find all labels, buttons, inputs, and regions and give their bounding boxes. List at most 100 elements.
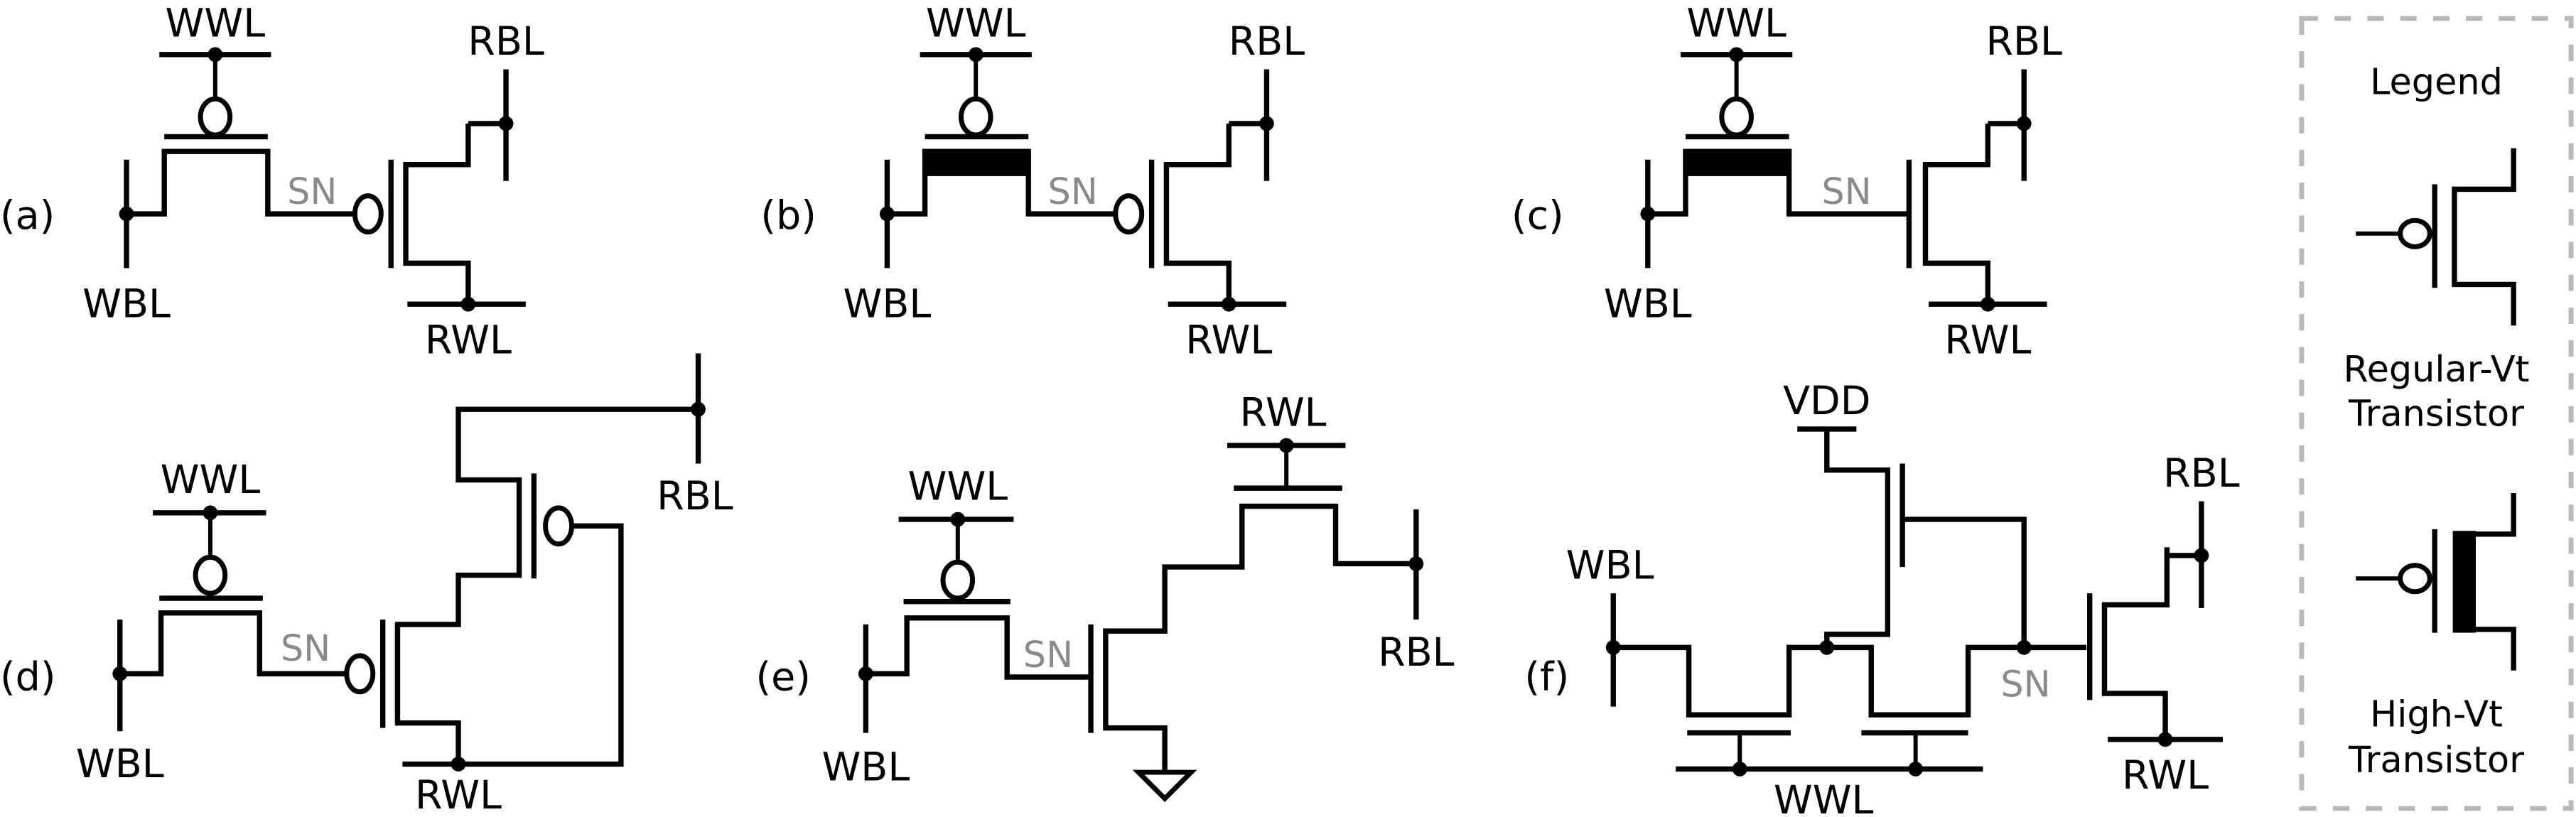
wbl-node-dot bbox=[858, 666, 873, 681]
rbl-node-dot bbox=[2194, 548, 2209, 563]
panel-label: (c) bbox=[1511, 193, 1564, 239]
wwl-node-dot bbox=[208, 47, 223, 63]
rwl-label: RWL bbox=[1944, 318, 2031, 364]
wwl-node-dot bbox=[1908, 762, 1924, 777]
wbl-label: WBL bbox=[1604, 282, 1692, 328]
rbl-label: RBL bbox=[657, 474, 733, 519]
write-transistor-channel bbox=[126, 148, 354, 217]
legend: Legend Regular-Vt Transistor High-Vt Tra… bbox=[2299, 16, 2574, 811]
rwl-label: RWL bbox=[1185, 318, 1272, 364]
high-vt-label-line1: High-Vt bbox=[2370, 693, 2503, 735]
sn-node-dot bbox=[2016, 639, 2032, 655]
high-vt-channel-fill bbox=[925, 149, 1029, 176]
legend-border bbox=[2299, 16, 2574, 811]
wwl-label: WWL bbox=[926, 1, 1026, 46]
pmos-bubble-icon bbox=[1719, 96, 1754, 138]
pmos-bubble-icon bbox=[344, 653, 376, 695]
keeper-gate-wire bbox=[1902, 516, 2027, 648]
sn-label: SN bbox=[287, 171, 337, 212]
regular-vt-label-line2: Transistor bbox=[2348, 392, 2524, 434]
rbl-node-dot bbox=[691, 401, 706, 417]
high-vt-channel-fill bbox=[1685, 149, 1789, 176]
rbl-label: RBL bbox=[1378, 630, 1455, 676]
regular-vt-label-line1: Regular-Vt bbox=[2344, 348, 2530, 390]
rbl-label: RBL bbox=[1985, 19, 2062, 65]
wbl-label: WBL bbox=[76, 742, 164, 787]
panel-label: (a) bbox=[0, 193, 55, 239]
read-transistor-channel bbox=[403, 123, 471, 305]
wbl-label: WBL bbox=[843, 282, 931, 328]
sn-label: SN bbox=[1821, 171, 1871, 212]
pmos-bubble-icon bbox=[198, 96, 233, 138]
sn-label: SN bbox=[1047, 171, 1097, 212]
rbl-node-dot bbox=[1408, 556, 1424, 571]
panel-a: (a) WBL WWL SN RBL RWL bbox=[0, 1, 544, 363]
pmos-bubble-icon bbox=[193, 554, 228, 596]
read-transistor-channel bbox=[2101, 547, 2170, 740]
rwl-label: RWL bbox=[425, 318, 512, 364]
high-vt-transistor-icon bbox=[2356, 493, 2516, 671]
pmos-bubble-icon bbox=[940, 559, 976, 601]
wwl-label: WWL bbox=[1774, 778, 1874, 817]
wwl-node-dot bbox=[1732, 762, 1747, 777]
high-vt-label-line2: Transistor bbox=[2348, 739, 2524, 781]
keeper-transistor-channel bbox=[1824, 428, 1891, 648]
panel-e: (e) WBL WWL SN RWL RBL bbox=[755, 390, 1455, 802]
rwl-node-dot bbox=[1221, 296, 1236, 312]
write-transistor-channel bbox=[866, 615, 1092, 680]
rwl-node-dot bbox=[460, 296, 476, 312]
rwl-node-dot bbox=[1278, 438, 1294, 453]
panel-label: (b) bbox=[760, 193, 817, 239]
read-stack-channel bbox=[1103, 503, 1416, 773]
pmos-bubble-icon bbox=[543, 505, 574, 547]
wwl-label: WWL bbox=[166, 1, 266, 46]
panel-b: (b) WBL WWL SN RBL RWL bbox=[760, 1, 1305, 363]
rwl-label: RWL bbox=[415, 773, 502, 817]
wbl-node-dot bbox=[880, 206, 895, 222]
rwl-node-dot bbox=[451, 757, 466, 772]
wwl-node-dot bbox=[203, 505, 218, 521]
wbl-label: WBL bbox=[821, 745, 910, 791]
panel-c: (c) WBL WWL SN RBL RWL bbox=[1511, 1, 2062, 363]
wbl-label: WBL bbox=[1566, 543, 1654, 588]
read-stack-channel bbox=[394, 406, 699, 764]
rbl-label: RBL bbox=[1229, 19, 1305, 65]
rwl-node-dot bbox=[1980, 296, 1995, 312]
panel-d: (d) WBL WWL SN RBL RWL bbox=[0, 353, 733, 817]
rbl-node-dot bbox=[2016, 116, 2032, 131]
rwl-feedback-wire bbox=[458, 523, 624, 767]
internal-node-dot bbox=[1819, 639, 1835, 655]
rbl-node-dot bbox=[498, 116, 514, 131]
rbl-label: RBL bbox=[2163, 451, 2240, 497]
pmos-bubble-icon bbox=[1113, 193, 1145, 234]
wbl-label: WBL bbox=[82, 282, 171, 328]
rbl-label: RBL bbox=[468, 19, 544, 65]
ground-icon bbox=[1132, 769, 1197, 802]
read-transistor-channel bbox=[1922, 123, 1991, 305]
panel-f: (f) WBL WWL VDD SN RBL RWL bbox=[1524, 379, 2239, 817]
wwl-node-dot bbox=[1729, 47, 1745, 63]
panel-label: (d) bbox=[0, 654, 56, 700]
wwl-label: WWL bbox=[161, 458, 261, 503]
read-transistor-channel bbox=[1163, 123, 1232, 305]
sn-label: SN bbox=[281, 627, 330, 669]
vdd-label: VDD bbox=[1783, 379, 1870, 424]
wwl-label: WWL bbox=[908, 464, 1008, 509]
wwl-node-dot bbox=[950, 512, 966, 527]
wwl-node-dot bbox=[968, 47, 983, 63]
rwl-label: RWL bbox=[1240, 390, 1327, 435]
rbl-node-dot bbox=[1259, 116, 1274, 131]
wwl-label: WWL bbox=[1686, 1, 1787, 46]
pmos-bubble-icon bbox=[352, 193, 384, 234]
panel-label: (f) bbox=[1524, 654, 1569, 700]
regular-vt-transistor-icon bbox=[2356, 148, 2516, 326]
sn-label: SN bbox=[1023, 634, 1073, 676]
rwl-label: RWL bbox=[2122, 753, 2209, 799]
pmos-bubble-icon bbox=[958, 96, 993, 138]
sn-label: SN bbox=[2000, 664, 2050, 705]
write-transistor-channel bbox=[119, 610, 345, 677]
panel-label: (e) bbox=[755, 654, 810, 700]
legend-title: Legend bbox=[2370, 60, 2503, 102]
rwl-node-dot bbox=[2157, 732, 2173, 747]
